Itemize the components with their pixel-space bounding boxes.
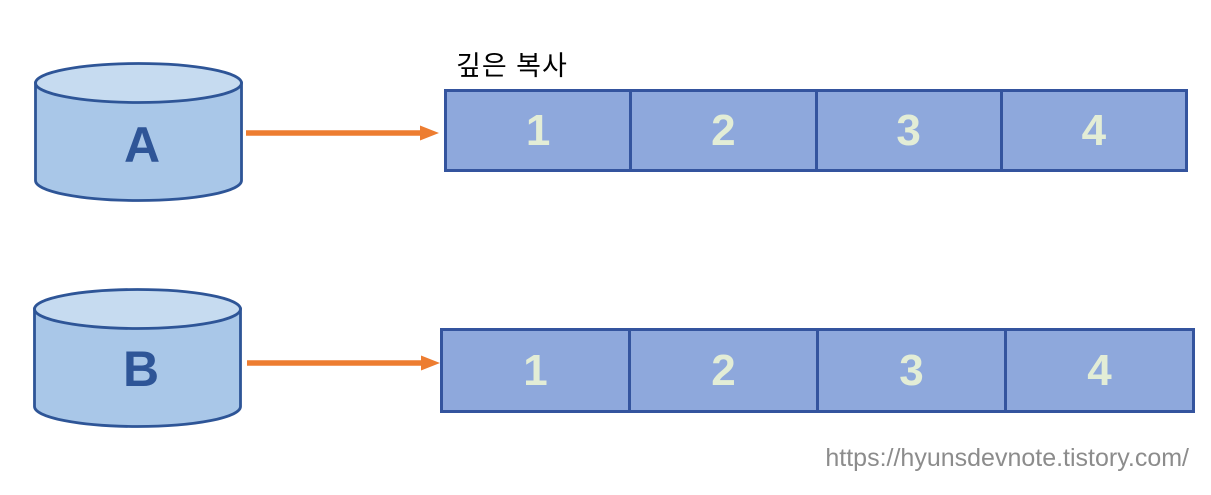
cell-value: 4 bbox=[1081, 105, 1107, 155]
cell-value: 3 bbox=[899, 345, 924, 395]
cylinder-b-label: B bbox=[123, 341, 159, 397]
array-cell: 3 bbox=[819, 331, 1007, 410]
array-cell: 3 bbox=[818, 92, 1003, 169]
cell-value: 2 bbox=[711, 345, 736, 395]
database-cylinder-a-icon: A bbox=[34, 62, 243, 202]
array-cell: 4 bbox=[1003, 92, 1185, 169]
array-a: 1 2 3 4 bbox=[444, 89, 1188, 172]
cell-value: 2 bbox=[711, 105, 736, 155]
watermark-url: https://hyunsdevnote.tistory.com/ bbox=[825, 444, 1189, 472]
array-cell: 1 bbox=[447, 92, 633, 169]
cell-value: 3 bbox=[896, 105, 921, 155]
arrow-a-icon bbox=[246, 125, 439, 141]
array-cell: 2 bbox=[631, 331, 819, 410]
array-cell: 1 bbox=[443, 331, 631, 410]
cell-value: 1 bbox=[523, 345, 548, 395]
array-cell: 2 bbox=[632, 92, 818, 169]
deep-copy-label: 깊은 복사 bbox=[456, 51, 568, 81]
cylinder-a-label: A bbox=[124, 117, 160, 173]
array-b: 1 2 3 4 bbox=[440, 328, 1195, 413]
cell-value: 4 bbox=[1087, 345, 1112, 395]
arrow-b-icon bbox=[247, 355, 440, 371]
array-cell: 4 bbox=[1007, 331, 1192, 410]
cell-value: 1 bbox=[525, 105, 551, 155]
database-cylinder-b-icon: B bbox=[33, 288, 242, 428]
